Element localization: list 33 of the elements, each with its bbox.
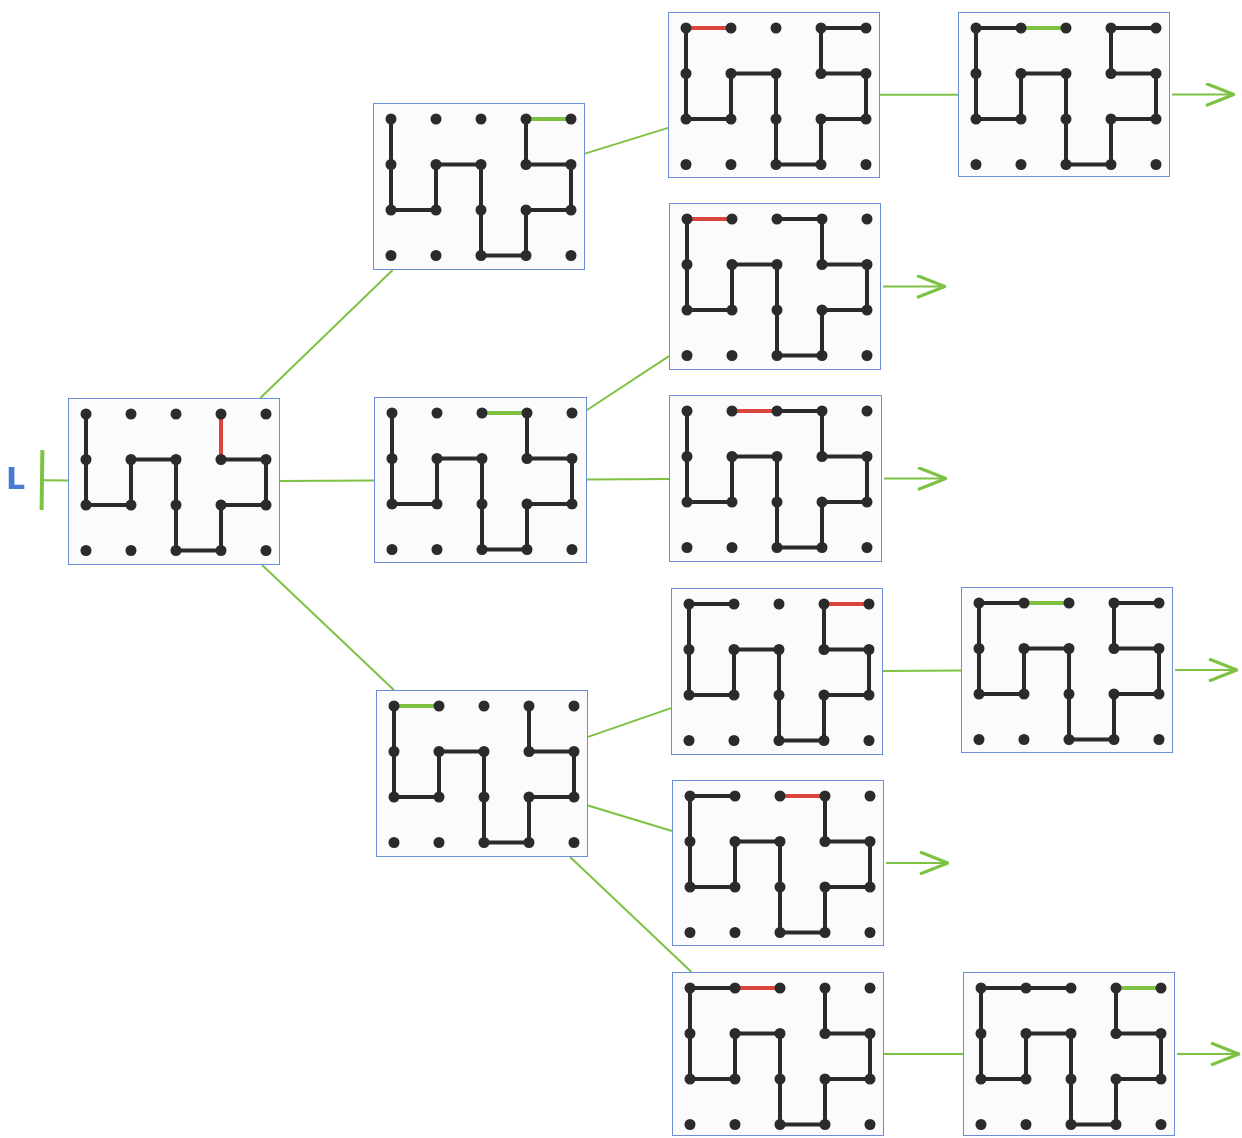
- arrow: [1176, 1041, 1241, 1067]
- dot-grid-path-drawing: [961, 587, 1173, 753]
- connector-line: [883, 1053, 964, 1055]
- arrow: [882, 273, 947, 300]
- start-bar-connector: [39, 448, 69, 513]
- connector-line: [586, 478, 670, 481]
- start-label: L: [6, 464, 26, 494]
- dot-grid-path-drawing: [668, 12, 880, 178]
- dot-grid-path-drawing: [373, 103, 585, 270]
- dot-grid-path-drawing: [669, 203, 881, 370]
- connector-line: [279, 479, 375, 482]
- connector-line: [587, 707, 672, 738]
- dot-grid-path-drawing: [669, 395, 882, 562]
- dot-grid-path-drawing: [374, 397, 587, 563]
- connector-line: [587, 804, 673, 832]
- connector-line: [882, 669, 962, 672]
- dot-grid-path-drawing: [68, 398, 280, 565]
- connector-line: [584, 126, 669, 155]
- dot-grid-path-drawing: [376, 690, 588, 857]
- dot-grid-path-drawing: [963, 972, 1175, 1136]
- connector-line: [586, 355, 670, 411]
- connector-line: [261, 564, 395, 691]
- arrow: [1174, 657, 1239, 683]
- connector-line: [879, 93, 959, 96]
- dot-grid-path-drawing: [958, 12, 1170, 177]
- arrow: [1171, 81, 1236, 108]
- arrow: [883, 465, 948, 492]
- dot-grid-path-drawing: [672, 972, 884, 1136]
- dot-grid-path-drawing: [672, 780, 884, 946]
- arrow: [885, 850, 950, 876]
- connector-line: [259, 269, 394, 399]
- dot-grid-path-drawing: [671, 588, 883, 755]
- connector-line: [569, 856, 693, 973]
